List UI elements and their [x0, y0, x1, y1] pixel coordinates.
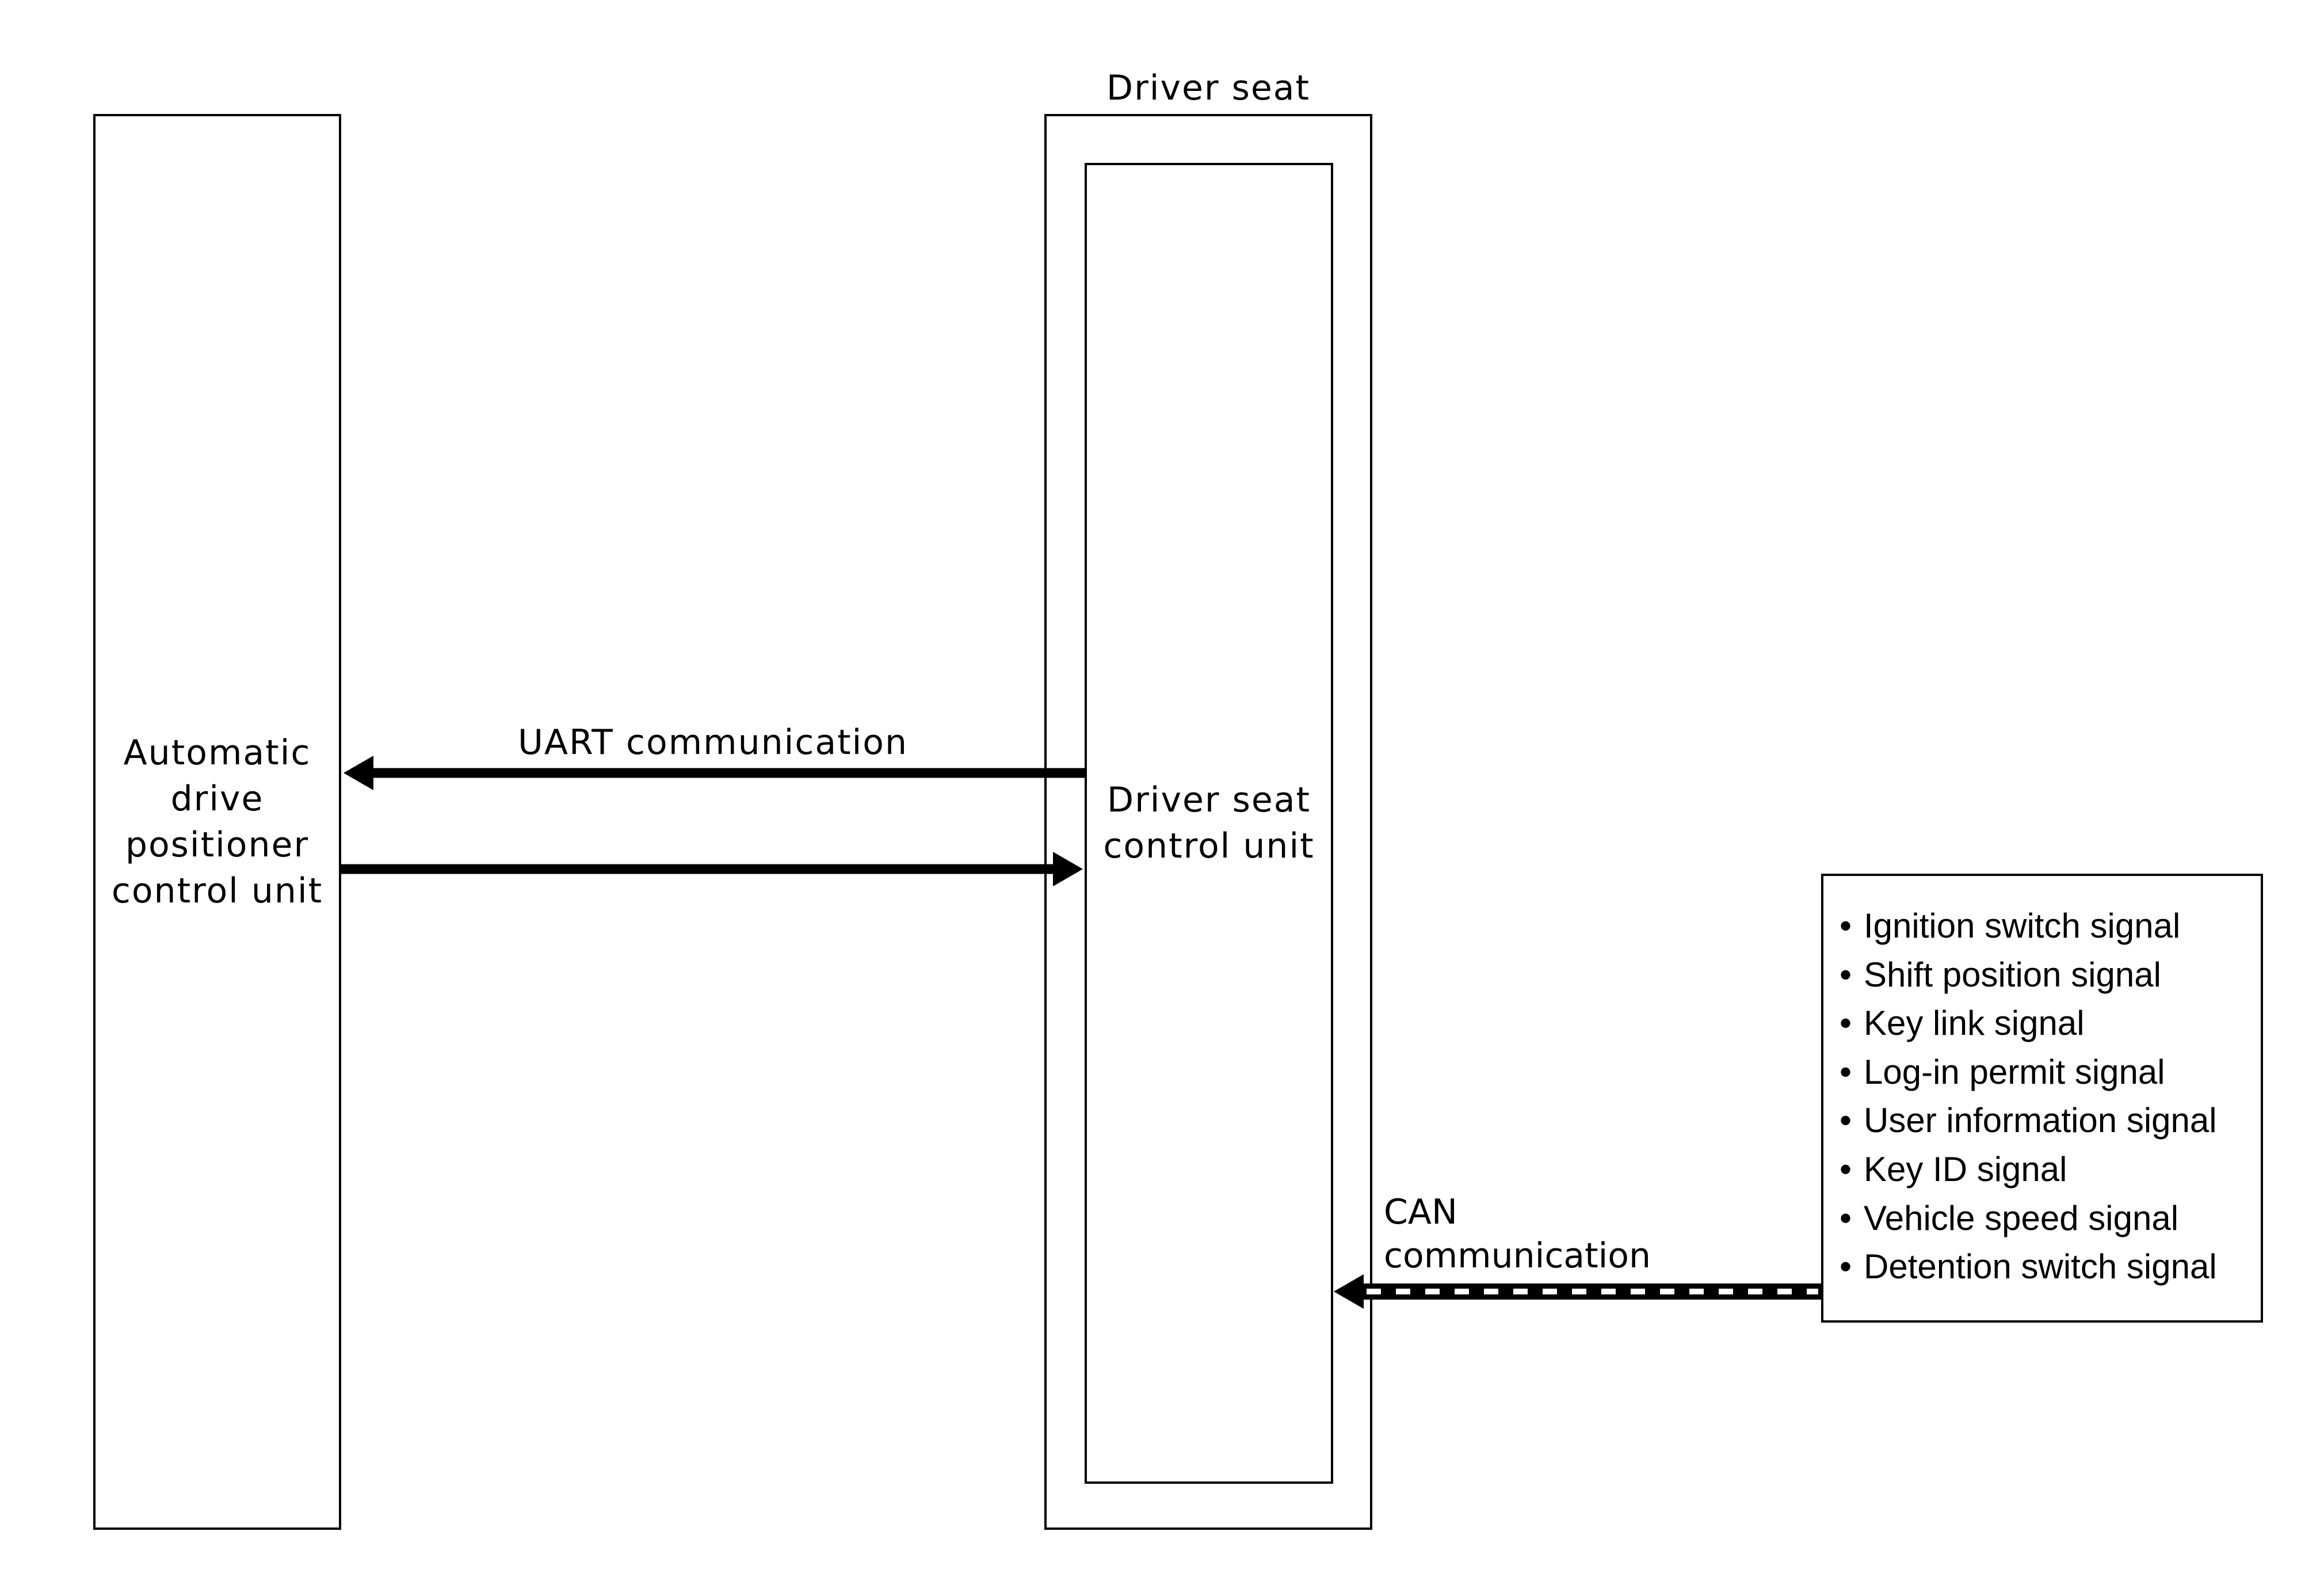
signal-item: Key link signal	[1840, 999, 2217, 1048]
can-communication-label: CAN communication	[1384, 1190, 1651, 1278]
driver-seat-control-unit-label: Driver seat control unit	[1085, 777, 1333, 869]
can-arrow-to-driver-seat	[1334, 1274, 1821, 1309]
adp-label-line: positioner	[125, 825, 310, 865]
signals-list: Ignition switch signal Shift position si…	[1840, 902, 2217, 1292]
adp-control-unit-box	[93, 114, 341, 1530]
signal-item: Key ID signal	[1840, 1145, 2217, 1194]
adp-label-line: control unit	[111, 871, 323, 911]
uart-arrow-to-adp	[344, 756, 1085, 790]
adp-label-line: Automatic	[123, 733, 311, 773]
adp-label-line: drive	[170, 779, 264, 819]
driver-seat-control-unit-line: control unit	[1103, 826, 1315, 866]
signal-item: User information signal	[1840, 1096, 2217, 1145]
adp-control-unit-label: Automatic drive positioner control unit	[93, 730, 341, 914]
can-label-line: communication	[1384, 1236, 1651, 1276]
driver-seat-control-unit-box	[1085, 163, 1333, 1484]
signal-item: Vehicle speed signal	[1840, 1194, 2217, 1243]
uart-communication-label: UART communication	[518, 722, 909, 763]
signals-box	[1821, 874, 2263, 1323]
driver-seat-control-unit-line: Driver seat	[1106, 780, 1311, 820]
driver-seat-box	[1044, 114, 1372, 1530]
signal-item: Log-in permit signal	[1840, 1048, 2217, 1097]
signal-item: Shift position signal	[1840, 951, 2217, 1000]
driver-seat-title: Driver seat	[1106, 68, 1311, 108]
uart-arrow-to-driver-seat	[341, 852, 1083, 886]
can-label-line: CAN	[1384, 1192, 1457, 1232]
signal-item: Ignition switch signal	[1840, 902, 2217, 951]
signal-item: Detention switch signal	[1840, 1243, 2217, 1292]
